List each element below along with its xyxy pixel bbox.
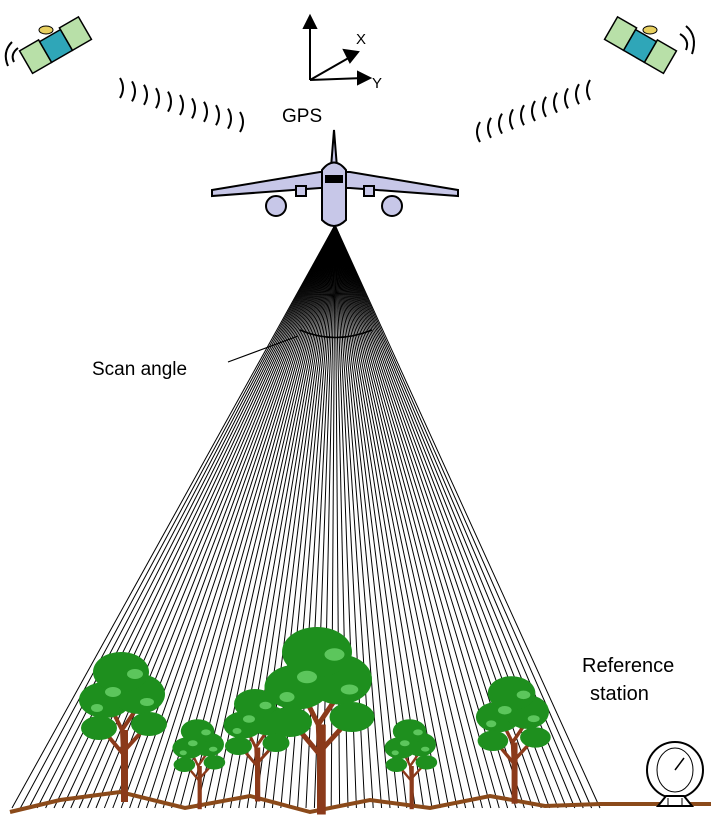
satellite-icon	[603, 16, 678, 75]
scan-beam	[213, 224, 336, 809]
signal-wave	[191, 97, 196, 119]
scan-beam	[334, 224, 492, 809]
scan-beam	[28, 224, 336, 809]
signal-wave	[131, 80, 136, 102]
signal-wave	[575, 83, 580, 105]
reference-station-label-line1: Reference	[582, 655, 674, 677]
scan-angle-label: Scan angle	[92, 359, 187, 380]
scan-beam	[334, 224, 500, 809]
signal-wave	[542, 96, 547, 118]
scan-angle-arc	[299, 329, 373, 339]
scan-beam	[334, 224, 475, 809]
scan-beam	[334, 224, 467, 809]
satellite-dish-icon	[646, 741, 704, 807]
scan-beam	[334, 224, 425, 809]
signal-wave	[487, 117, 492, 139]
gps-signal-left	[119, 77, 244, 133]
signal-wave	[119, 77, 124, 99]
tree-icon	[171, 718, 227, 811]
scan-beam	[145, 224, 336, 809]
scan-beam	[162, 224, 336, 809]
signal-wave	[520, 104, 525, 126]
scan-beam	[120, 224, 336, 809]
signal-wave	[498, 113, 503, 135]
tree-icon	[265, 627, 375, 815]
gps-signal-right	[476, 79, 591, 143]
scan-beam	[334, 224, 441, 809]
scan-beam	[171, 224, 336, 809]
signal-wave	[227, 108, 232, 130]
signal-wave	[564, 87, 569, 109]
signal-wave	[215, 104, 220, 126]
signal-wave	[167, 91, 172, 113]
satellite-right	[603, 16, 695, 75]
axis-y-label: Y	[372, 75, 382, 92]
axis-x-label: X	[356, 31, 366, 48]
scan-beam	[334, 224, 450, 809]
scan-beam	[313, 224, 336, 809]
scan-beam	[334, 224, 391, 809]
ground-line	[9, 789, 711, 815]
signal-wave	[143, 84, 148, 106]
scan-beam	[19, 224, 336, 809]
signal-wave	[553, 92, 558, 114]
signal-wave	[509, 108, 514, 130]
signal-wave	[179, 94, 184, 116]
scan-beam	[129, 224, 336, 809]
airplane-icon	[211, 129, 459, 227]
signal-wave	[155, 87, 160, 109]
scan-beam	[196, 224, 336, 809]
scan-beam	[204, 224, 336, 809]
satellite-left	[4, 16, 93, 75]
scan-beam	[187, 224, 336, 809]
scan-beam	[334, 224, 399, 809]
signal-wave	[531, 100, 536, 122]
scan-beam	[334, 224, 601, 809]
scan-beam	[334, 224, 433, 809]
signal-wave	[586, 79, 591, 101]
scan-beam	[334, 224, 416, 809]
scan-beam	[137, 224, 336, 809]
scan-beam	[179, 224, 336, 809]
scan-beam	[154, 224, 336, 809]
scan-beam	[334, 224, 408, 809]
signal-wave	[239, 111, 244, 133]
coordinate-axes	[302, 13, 373, 86]
scan-beam	[334, 224, 483, 809]
signal-wave	[203, 101, 208, 123]
gps-label: GPS	[282, 106, 322, 127]
satellite-icon	[18, 16, 93, 75]
scan-beam	[11, 224, 336, 809]
reference-station-label-line2: station	[590, 683, 649, 705]
signal-wave	[476, 121, 481, 143]
scan-beam	[334, 224, 383, 809]
scan-angle-leader	[227, 335, 299, 363]
tree-icon	[383, 718, 439, 811]
tree-icon	[474, 674, 553, 806]
scan-beam	[334, 224, 458, 809]
